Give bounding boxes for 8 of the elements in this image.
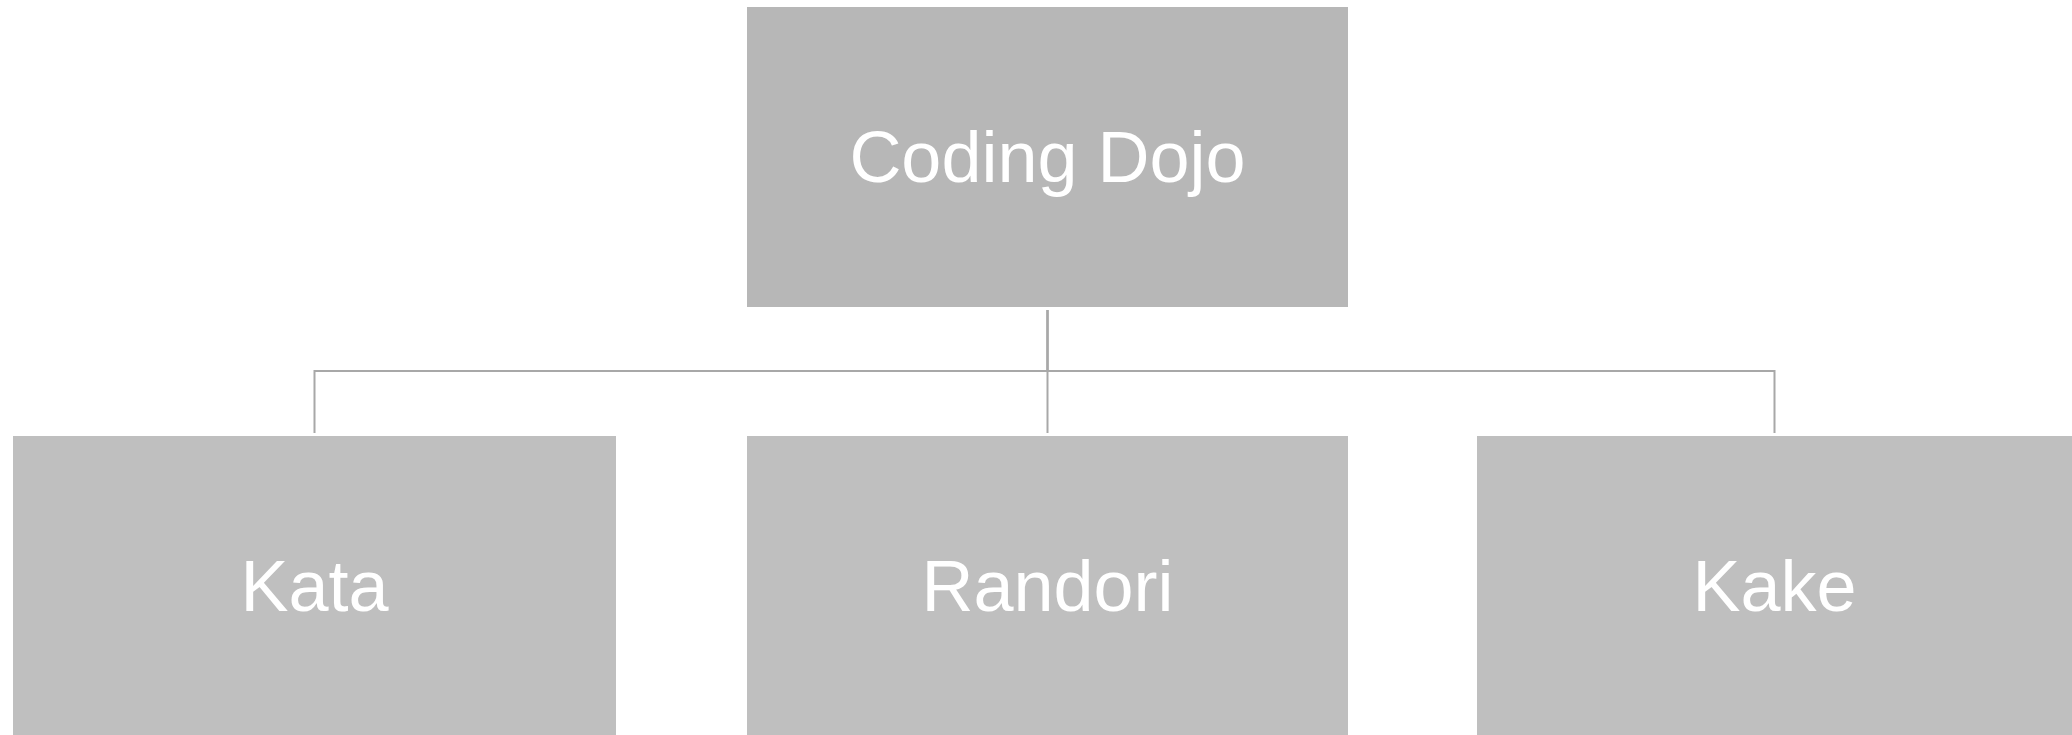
node-label: Kata <box>240 549 389 622</box>
node-box <box>13 436 616 735</box>
node-label: Randori <box>921 549 1174 622</box>
connector-line <box>1046 309 1776 434</box>
node-label: Kake <box>1692 549 1857 622</box>
node-box <box>747 436 1348 735</box>
node-box <box>1477 436 2072 735</box>
node-box <box>747 7 1348 307</box>
